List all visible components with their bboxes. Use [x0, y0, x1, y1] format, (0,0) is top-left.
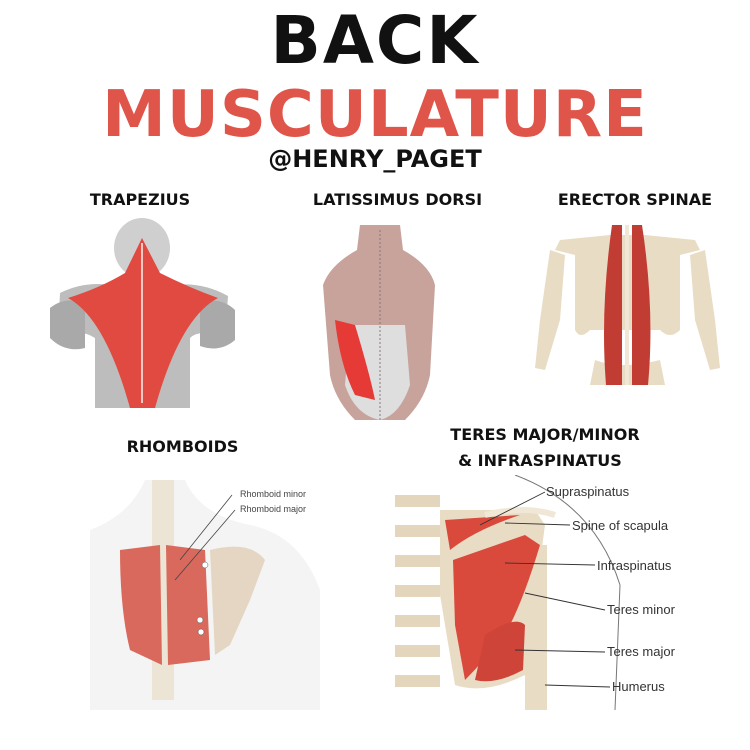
annotation-rhomboid-minor: Rhomboid minor	[240, 489, 306, 499]
title-back: BACK	[270, 2, 480, 79]
annotation-humerus: Humerus	[612, 679, 665, 694]
erector-spinae-illustration-icon	[530, 220, 725, 385]
annotation-infraspinatus: Infraspinatus	[597, 558, 672, 573]
label-teres-line1: TERES MAJOR/MINOR	[450, 425, 640, 444]
annotation-spine-of-scapula: Spine of scapula	[572, 518, 669, 533]
label-teres-line2: & INFRASPINATUS	[458, 451, 622, 470]
label-rhomboids: RHOMBOIDS	[126, 437, 239, 456]
label-trapezius: TRAPEZIUS	[89, 190, 191, 209]
label-latissimus-dorsi: LATISSIMUS DORSI	[312, 190, 483, 209]
trapezius-illustration-icon	[50, 218, 235, 408]
annotation-supraspinatus: Supraspinatus	[546, 484, 630, 499]
annotation-teres-minor: Teres minor	[607, 602, 676, 617]
label-erector-spinae: ERECTOR SPINAE	[557, 190, 713, 209]
title-musculature: MUSCULATURE	[102, 78, 648, 152]
annotation-teres-major: Teres major	[607, 644, 676, 659]
rotator-cuff-illustration-icon: Supraspinatus Spine of scapula Infraspin…	[395, 474, 715, 711]
author-handle: @HENRY_PAGET	[268, 145, 482, 173]
latissimus-dorsi-illustration-icon	[315, 225, 445, 425]
annotation-rhomboid-major: Rhomboid major	[240, 504, 306, 514]
rhomboids-illustration-icon: Rhomboid minor Rhomboid major	[90, 470, 340, 710]
